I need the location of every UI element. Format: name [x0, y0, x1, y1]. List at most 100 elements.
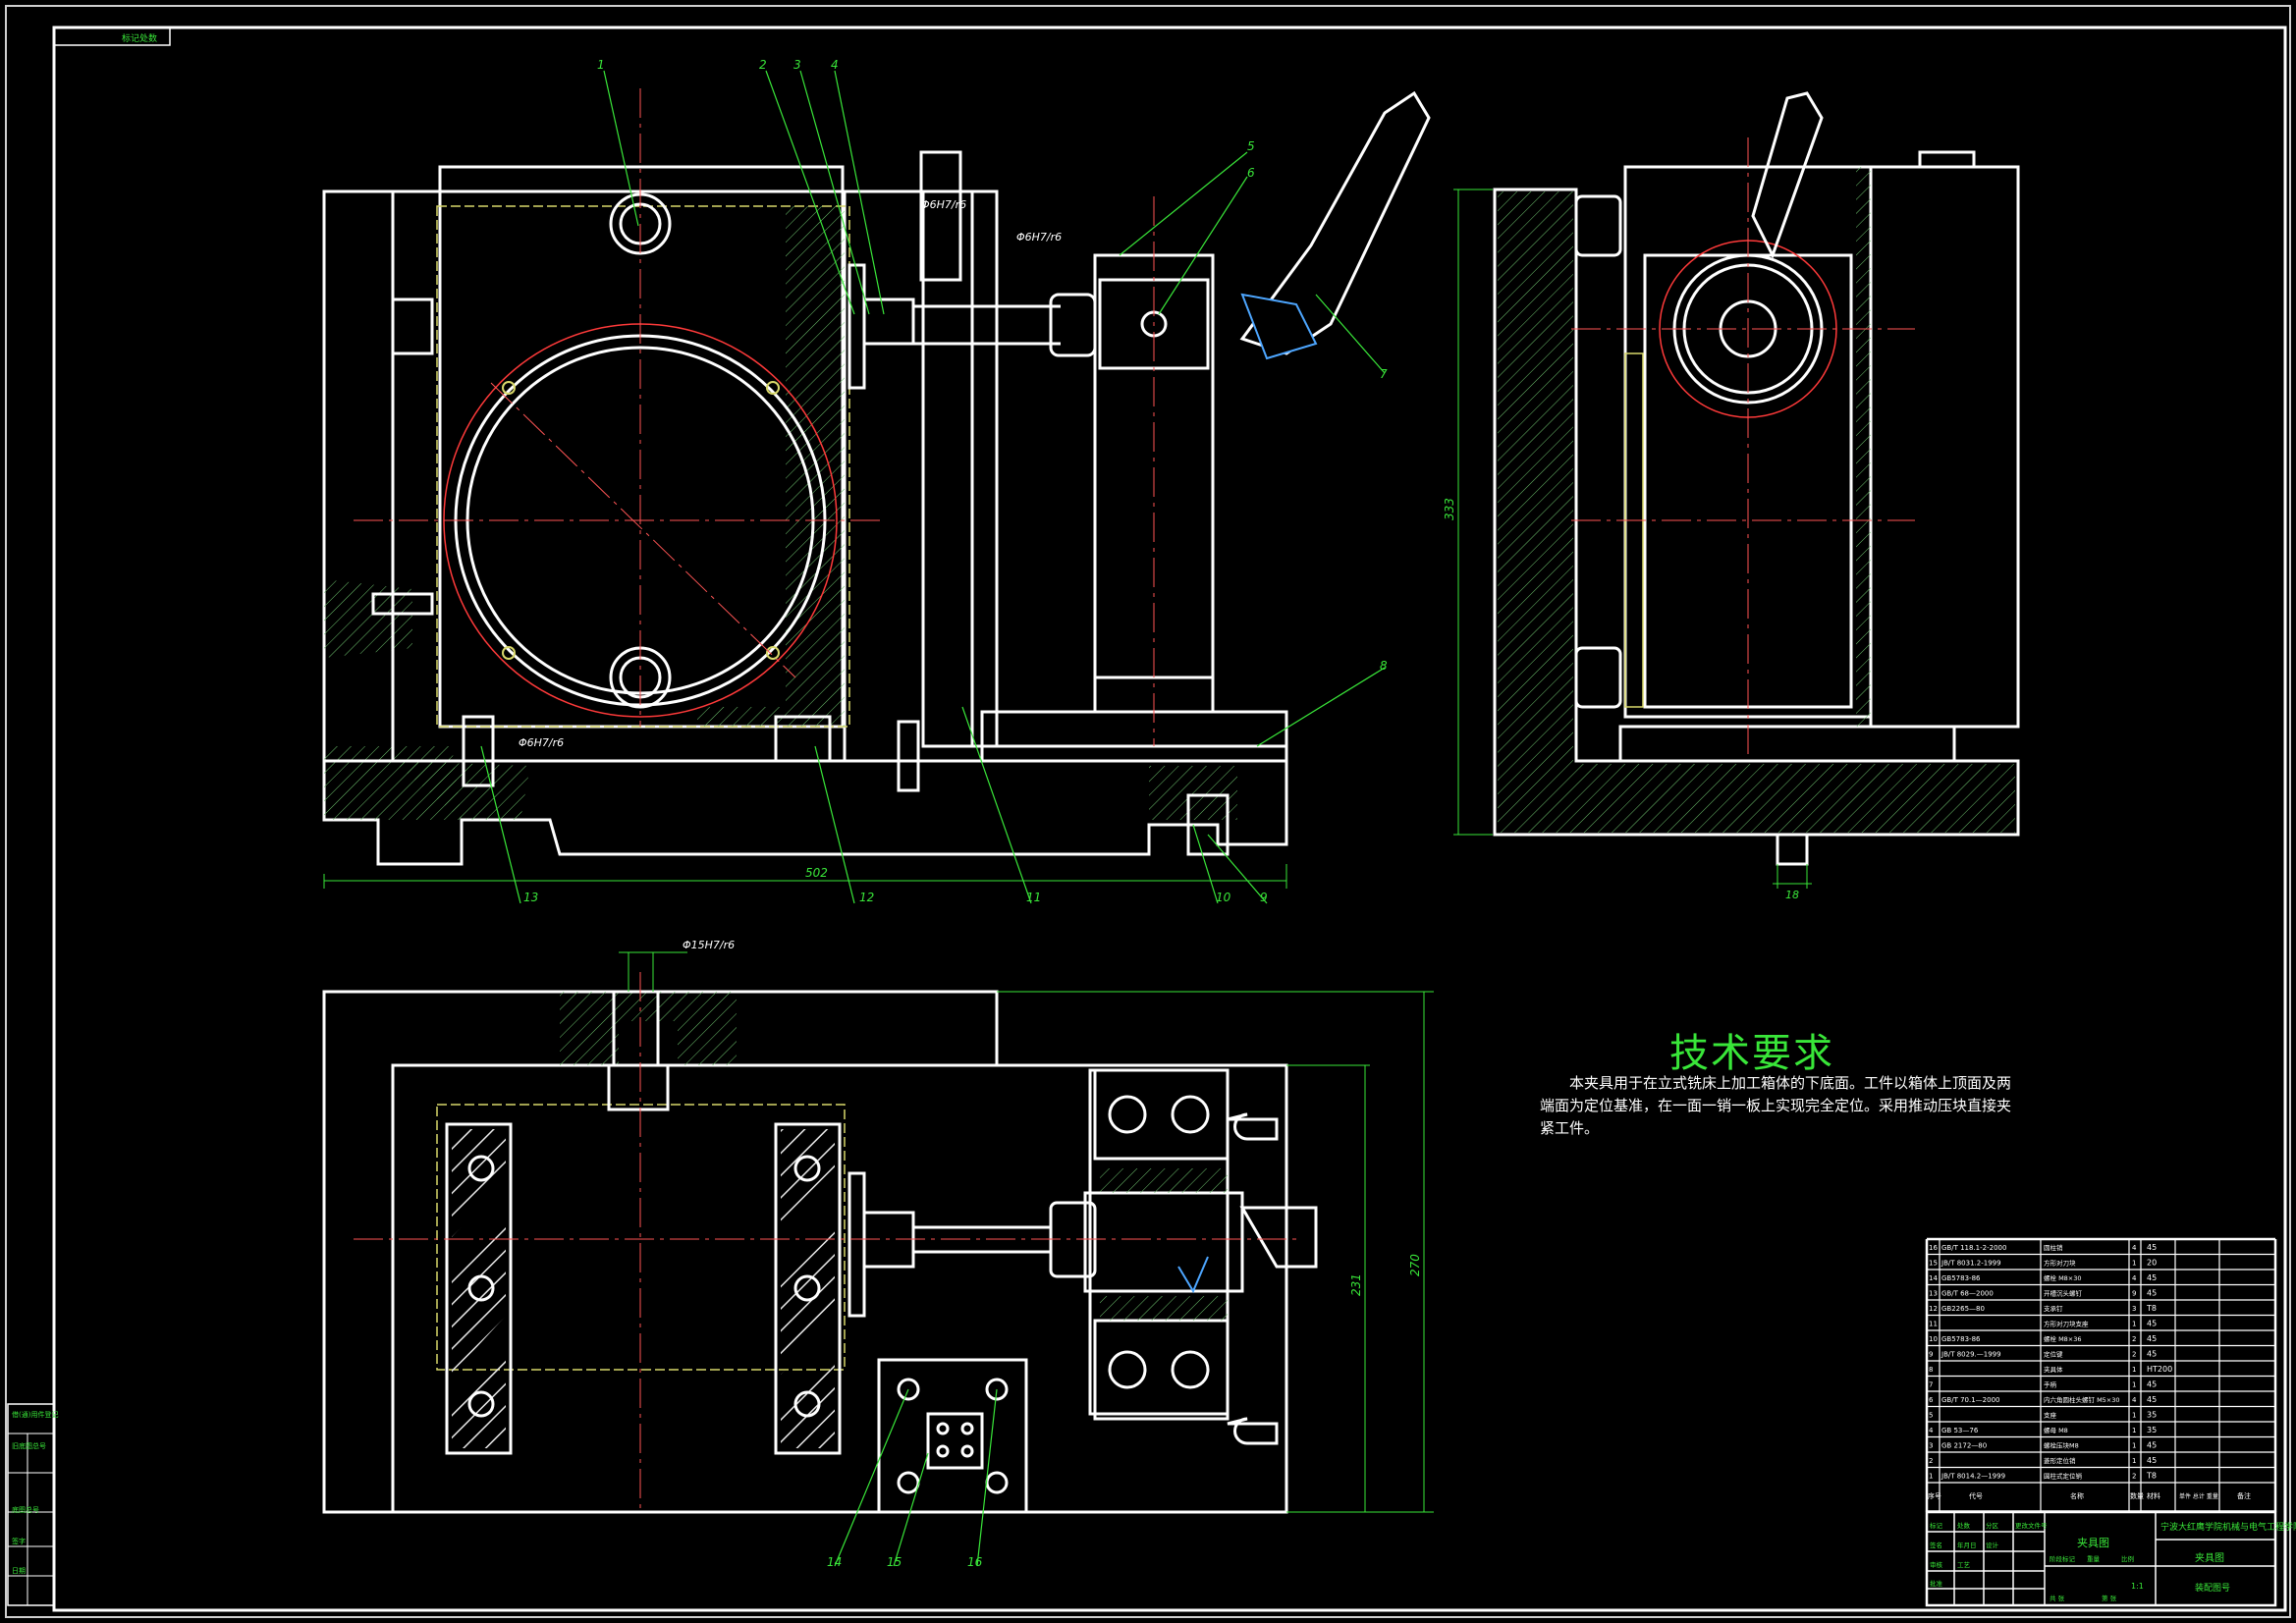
plan-leaders [834, 1388, 998, 1567]
bom-code: GB/T 118.1-2-2000 [1941, 1244, 2006, 1252]
bom-material: 45 [2147, 1320, 2157, 1328]
dim-fit-c: Φ15H7/r6 [683, 939, 735, 951]
bom-no: 13 [1929, 1290, 1938, 1298]
balloon-5: 5 [1247, 139, 1255, 153]
bom-qty: 1 [2132, 1442, 2136, 1450]
bom-code: GB5783-86 [1941, 1335, 1981, 1343]
title-block-label: 比例 [2121, 1554, 2134, 1563]
bom-material: 35 [2147, 1411, 2157, 1420]
balloon-8: 8 [1380, 659, 1388, 673]
balloon-9: 9 [1260, 891, 1268, 904]
bom-code: GB 53—76 [1941, 1427, 1979, 1434]
dim-333: 333 [1443, 498, 1456, 520]
bom-no: 8 [1929, 1366, 1933, 1374]
bom-name: 螺栓 M8×30 [2044, 1273, 2082, 1282]
title-block-label: 处数 [1957, 1521, 1971, 1530]
bom-qty: 1 [2132, 1260, 2136, 1268]
title-block-label: 第 张 [2102, 1594, 2117, 1602]
bom-name: 螺栓压块M8 [2044, 1441, 2079, 1450]
balloon-1: 1 [597, 58, 605, 72]
bom-header-qty: 数量 [2130, 1491, 2144, 1500]
bom-name: 螺母 M8 [2044, 1426, 2068, 1434]
bom-material: T8 [2146, 1472, 2157, 1481]
bom-name: 方形对刀块支座 [2044, 1320, 2089, 1328]
balloon-12: 12 [859, 891, 874, 904]
bom-qty: 2 [2132, 1335, 2136, 1343]
bom-qty: 1 [2132, 1381, 2136, 1389]
balloon-3: 3 [793, 58, 801, 72]
bom-name: 夹具体 [2044, 1365, 2063, 1374]
bom-no: 4 [1929, 1427, 1934, 1434]
front-leaders [480, 70, 1386, 904]
bom-header-remark: 备注 [2237, 1491, 2251, 1500]
bom-no: 2 [1929, 1457, 1933, 1465]
plan-view [322, 972, 1318, 1514]
balloon-15: 15 [887, 1555, 902, 1569]
strip-label-5: 日期 [12, 1567, 26, 1575]
drawing-number: 装配图号 [2195, 1582, 2230, 1594]
bom-no: 3 [1929, 1442, 1933, 1450]
bom-name: 菱形定位销 [2044, 1456, 2076, 1465]
sheet-outer-border [5, 5, 2291, 1618]
bom-material: 45 [2147, 1380, 2157, 1389]
tech-requirements-heading: 技术要求 [1669, 1031, 1834, 1076]
bom-code: JB/T 8014.2—1999 [1941, 1473, 2005, 1481]
bom-name: 定位键 [2044, 1350, 2063, 1359]
front-dimension-502 [323, 864, 1287, 889]
bom-name: 螺栓 M8×36 [2044, 1334, 2082, 1343]
dim-270: 270 [1408, 1254, 1422, 1276]
bom-material: 45 [2147, 1334, 2157, 1343]
bom-qty: 1 [2132, 1457, 2136, 1465]
bom-name: 开槽沉头螺钉 [2044, 1289, 2083, 1298]
drawing-name: 夹具图 [2077, 1537, 2109, 1549]
bom-name: 内六角圆柱头螺钉 M5×30 [2044, 1395, 2120, 1404]
bom-material: 45 [2147, 1441, 2157, 1450]
plan-balloon-labels: 14 15 16 [827, 1555, 983, 1569]
dim-18: 18 [1785, 889, 1799, 901]
bom-no: 12 [1929, 1305, 1938, 1313]
dim-231: 231 [1349, 1273, 1363, 1296]
title-block-label: 批准 [1930, 1579, 1943, 1588]
bom-material: 45 [2147, 1289, 2157, 1298]
title-block-label: 年月日 [1957, 1541, 1977, 1549]
bom-no: 9 [1929, 1351, 1933, 1359]
title-block-label: 审核 [1930, 1560, 1943, 1569]
balloon-13: 13 [523, 891, 538, 904]
title-block-label: 分区 [1986, 1521, 1999, 1530]
bom-qty: 9 [2132, 1290, 2136, 1298]
bom-material: 35 [2147, 1426, 2157, 1434]
bom-name: 方形对刀块 [2044, 1259, 2076, 1268]
bom-material: T8 [2146, 1304, 2157, 1313]
dim-fit-b: Φ6H7/r6 [1016, 231, 1062, 243]
title-block-label: 标记 [1930, 1521, 1943, 1530]
bom-material: 45 [2147, 1350, 2157, 1359]
bom-name: 圆柱式定位销 [2044, 1472, 2083, 1481]
bom-no: 7 [1929, 1381, 1933, 1389]
bom-code: JB/T 8029.—1999 [1941, 1351, 2001, 1359]
title-block-label: 工艺 [1957, 1561, 1971, 1569]
bom-qty: 2 [2132, 1473, 2136, 1481]
drawing-name-2: 夹具图 [2195, 1551, 2224, 1564]
title-block-labels: 标记处数分区更改文件号签名年月日设计审核工艺批准阶段标记重量比例共 张第 张 [1930, 1521, 2134, 1602]
bom-qty: 1 [2132, 1412, 2136, 1420]
bom-qty: 1 [2132, 1427, 2136, 1434]
bom-qty: 4 [2132, 1244, 2137, 1252]
bom-qty: 2 [2132, 1351, 2136, 1359]
bom-qty: 3 [2132, 1305, 2136, 1313]
bom-qty: 4 [2132, 1274, 2137, 1282]
dim-fit-d: Φ6H7/r6 [519, 736, 564, 749]
bom-header-material: 材料 [2147, 1491, 2160, 1500]
bom-name: 圆柱销 [2044, 1243, 2063, 1252]
bom-material: 45 [2147, 1273, 2157, 1282]
bom-header-mass: 单件 总计 重量 [2179, 1492, 2218, 1500]
title-block-label: 重量 [2087, 1555, 2101, 1563]
balloon-2: 2 [759, 58, 767, 72]
bom-header-no: 序号 [1928, 1491, 1941, 1500]
bom-header-code: 代号 [1969, 1491, 1983, 1500]
bom-no: 16 [1929, 1244, 1938, 1252]
bom-code: JB/T 8031.2-1999 [1941, 1260, 2001, 1268]
dim-502: 502 [805, 866, 828, 880]
strip-label-4: 签字 [12, 1537, 26, 1545]
title-block-label: 更改文件号 [2015, 1521, 2048, 1530]
